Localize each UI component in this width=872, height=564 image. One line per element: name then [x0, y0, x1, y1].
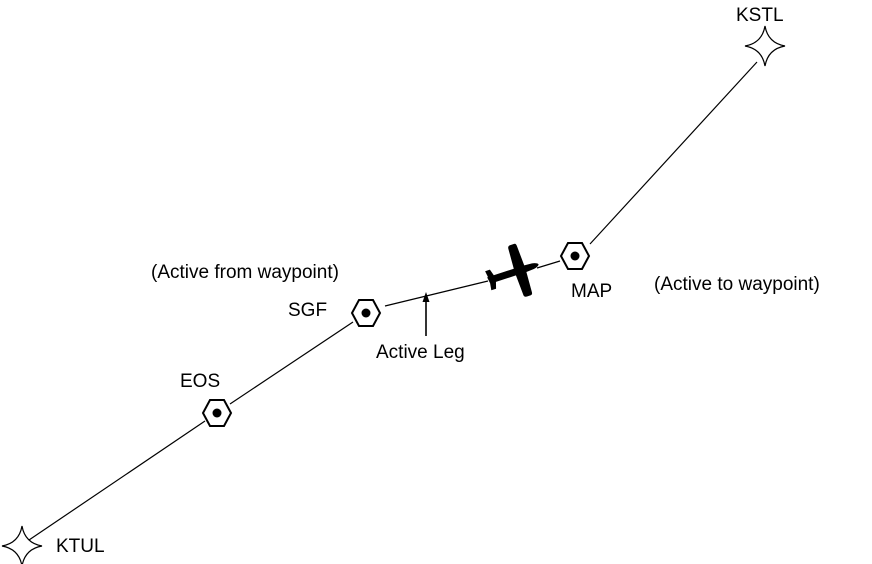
leg-map-kstl [589, 61, 758, 245]
leg-ktul-eos [28, 420, 206, 541]
active-leg-label: Active Leg [376, 342, 465, 363]
waypoint-label-map: MAP [571, 281, 613, 302]
waypoint-label-kstl: KSTL [736, 5, 784, 26]
active-from-waypoint-label: (Active from waypoint) [151, 262, 339, 283]
airport-star-icon [1, 525, 43, 564]
airport-star-icon [744, 25, 786, 67]
leg-sgf-map-active [384, 280, 489, 307]
vor-hexagon-icon [201, 399, 233, 427]
active-to-waypoint-label: (Active to waypoint) [654, 274, 820, 295]
waypoint-label-sgf: SGF [288, 300, 328, 321]
aircraft-icon [485, 243, 539, 297]
vor-hexagon-icon [559, 242, 591, 270]
waypoint-label-eos: EOS [180, 371, 221, 392]
leg-eos-sgf [229, 321, 354, 405]
waypoint-label-ktul: KTUL [56, 536, 105, 557]
vor-hexagon-icon [350, 299, 382, 327]
active-leg-arrow [422, 292, 430, 336]
route-lines [28, 61, 758, 541]
leg-aircraft-map [536, 260, 561, 269]
